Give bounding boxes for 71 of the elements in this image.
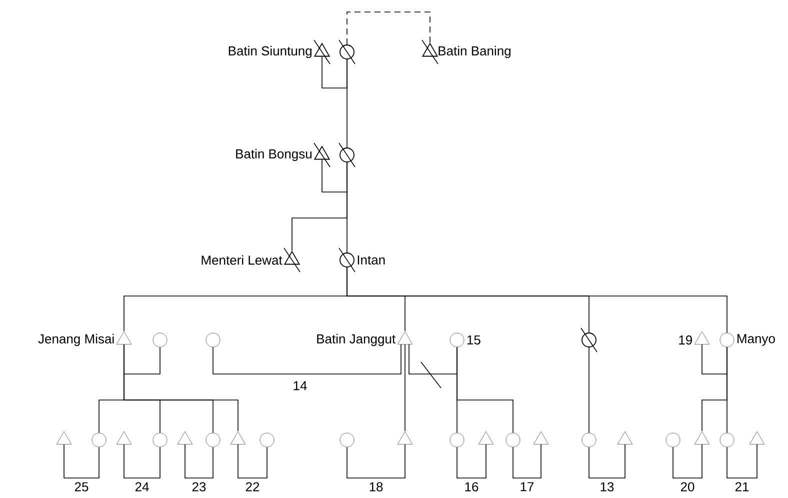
circle-symbol [206,432,220,448]
marriage-line [212,344,402,374]
marriage-line [346,12,430,45]
crossed-circle-symbol [338,142,356,168]
descent-line [346,59,348,148]
person-name: 19 [679,335,692,345]
person-name: Batin Janggut [317,334,396,346]
edge-label: 21 [734,481,750,492]
person-name: Menteri Lewat [202,255,282,265]
marriage-line [322,159,348,192]
descent-line [588,347,590,434]
marriage-line [346,444,406,478]
descent-line [346,267,728,334]
edge-label: 23 [190,481,208,492]
circle-symbol [582,432,596,448]
marriage-line [238,444,268,478]
circle-symbol [206,332,220,348]
edge-label: 16 [463,481,480,492]
descent-line [726,346,728,434]
circle-symbol [340,432,354,448]
marriage-line [726,444,758,478]
person-name: Batin Baning [438,46,510,58]
marriage-line [456,444,486,478]
person-name: Jenang Misai [38,334,114,346]
edge-label: 22 [244,481,261,492]
marriage-line [408,344,458,374]
marriage-line [702,344,728,374]
person-name: Batin Siuntung [228,46,312,58]
descent-line [404,344,406,432]
person-name: 15 [467,335,480,345]
edge-label: 18 [368,481,384,492]
marriage-line [124,344,160,374]
marriage-line [322,56,348,88]
triangle-symbol [116,431,132,444]
edge-label: 13 [598,481,616,492]
triangle-symbol [694,431,710,444]
triangle-symbol [177,431,193,444]
circle-symbol [720,432,734,448]
person-name: Manyo [738,334,775,346]
triangle-symbol [478,431,494,444]
triangle-symbol [397,431,413,444]
circle-symbol [506,432,520,448]
marriage-line [184,444,214,478]
edge-label: 25 [73,481,90,492]
edge-label: 14 [292,380,308,392]
crossed-circle-symbol [338,40,356,64]
marriage-line [672,444,702,478]
marriage-line [512,444,542,478]
triangle-symbol [533,431,549,444]
circle-symbol [260,432,274,448]
edge-label: 24 [134,481,150,492]
person-name: Intan [358,255,385,265]
triangle-symbol [617,431,633,444]
circle-symbol [450,432,464,448]
person-name: Batin Bongsu [236,148,312,162]
edge-label: 20 [679,481,696,492]
descent-line [456,346,514,434]
circle-symbol [152,432,168,448]
marriage-line [124,444,160,478]
marriage-line [64,444,100,478]
crossed-circle-symbol [580,328,598,352]
triangle-symbol [56,431,72,444]
edge-label: 17 [518,481,536,492]
descent-line [346,162,348,253]
triangle-symbol [230,431,246,444]
circle-symbol [152,332,168,348]
descent-line [124,344,238,432]
marriage-line [588,444,626,478]
circle-symbol [92,432,106,448]
circle-symbol [666,432,680,448]
triangle-symbol [749,431,765,444]
